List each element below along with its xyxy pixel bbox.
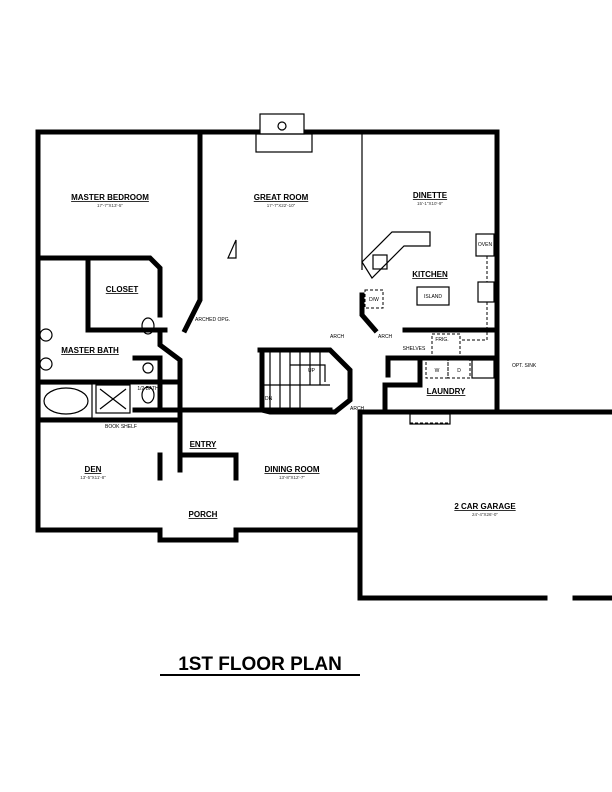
- room-label-dinette: DINETTE: [413, 191, 448, 200]
- kitchen-counters: [361, 231, 495, 379]
- room-label-den: DEN: [85, 465, 102, 474]
- fireplace: [259, 113, 305, 135]
- note-shelves: SHELVES: [403, 346, 426, 352]
- island: [416, 286, 450, 306]
- bath-fixtures: [39, 317, 155, 419]
- note-dryer: D: [457, 368, 461, 374]
- room-dim-great-room: 17'-7"X22'-10": [267, 203, 296, 208]
- room-dim-dinette: 15'-1"X10'-9": [417, 201, 443, 206]
- note-arch-3: ARCH: [350, 406, 365, 412]
- room-label-laundry: LAUNDRY: [427, 387, 466, 396]
- note-washer: W: [435, 368, 440, 374]
- note-stairs-up: UP: [308, 368, 316, 374]
- note-fridge: FRIG.: [435, 337, 448, 343]
- room-label-closet: CLOSET: [106, 285, 139, 294]
- note-oven: OVEN: [478, 242, 493, 248]
- room-dim-master-bedroom: 17'-7"X13'-5": [97, 203, 123, 208]
- fireplace-icon: [277, 121, 287, 131]
- room-dim-dining-room: 13'-8"X12'-7": [279, 475, 305, 480]
- room-label-garage: 2 CAR GARAGE: [454, 502, 516, 511]
- staircase: [261, 352, 330, 410]
- note-book-shelf: BOOK SHELF: [105, 424, 137, 430]
- room-label-master-bath: MASTER BATH: [61, 346, 119, 355]
- note-island: ISLAND: [424, 294, 442, 300]
- note-arch-2: ARCH: [378, 334, 393, 340]
- interior-walls: [35, 131, 500, 481]
- note-stairs-down: DN: [265, 396, 273, 402]
- room-dim-den: 13'-5"X11'-8": [80, 475, 106, 480]
- room-label-half-bath: 1/2 BATH: [137, 386, 159, 392]
- room-label-great-room: GREAT ROOM: [254, 193, 309, 202]
- room-label-kitchen: KITCHEN: [412, 270, 448, 279]
- room-label-entry: ENTRY: [190, 440, 217, 449]
- note-arched-opg: ARCHED OPG.: [195, 317, 230, 323]
- room-dim-garage: 24'-4"X26'-0": [472, 512, 498, 517]
- note-dishwasher: D/W: [369, 297, 379, 303]
- room-label-dining-room: DINING ROOM: [264, 465, 319, 474]
- room-label-master-bedroom: MASTER BEDROOM: [71, 193, 149, 202]
- room-label-porch: PORCH: [189, 510, 218, 519]
- note-arch-1: ARCH: [330, 334, 345, 340]
- plan-title: 1ST FLOOR PLAN: [178, 654, 342, 675]
- sink-icon: [372, 254, 388, 270]
- note-opt-sink: OPT. SINK: [512, 363, 537, 369]
- exterior-walls: [35, 129, 612, 601]
